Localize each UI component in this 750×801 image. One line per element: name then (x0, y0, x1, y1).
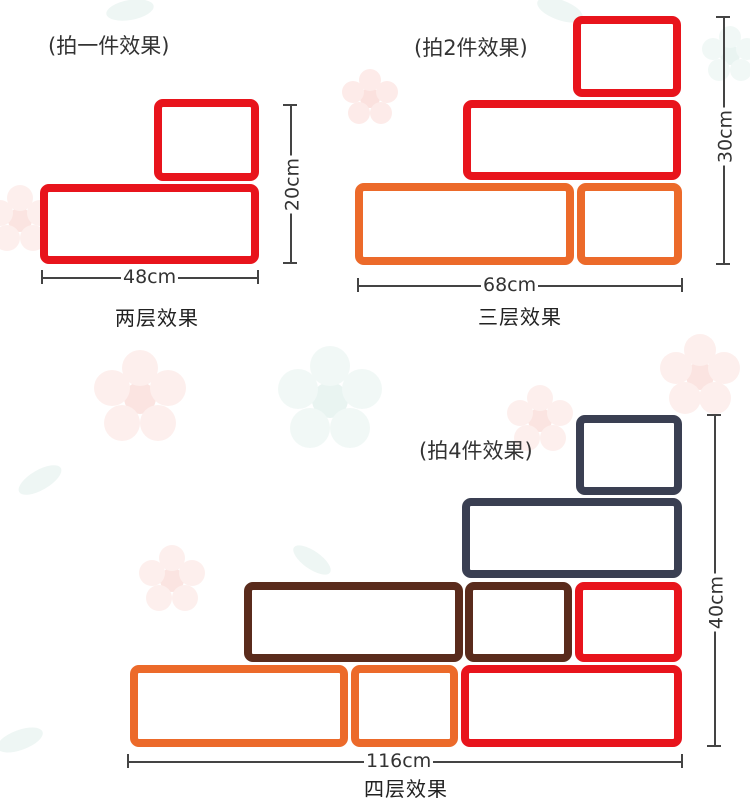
shelf-box-orange (351, 665, 458, 747)
dimension-tick (681, 278, 683, 292)
shelf-box-red (40, 184, 259, 264)
leaf-decoration (18, 465, 62, 495)
leaf-decoration (537, 0, 583, 23)
shelf-box-brown (244, 582, 463, 662)
leaf-decoration (293, 545, 331, 575)
dimension-tick (357, 278, 359, 292)
shelf-box-orange (355, 183, 574, 265)
height-label: 40cm (706, 573, 728, 632)
flower-decoration (94, 350, 186, 441)
leaf-decoration (0, 727, 43, 753)
dimension-tick (716, 263, 730, 265)
flower-decoration (139, 545, 205, 611)
shelf-box-brown (465, 582, 572, 662)
shelf-box-red (573, 16, 681, 97)
three-layer-note: (拍2件效果) (414, 36, 528, 60)
width-label: 68cm (481, 274, 539, 296)
two-layer-note: (拍一件效果) (48, 34, 170, 58)
flower-decoration (507, 385, 573, 451)
dimension-tick (681, 754, 683, 768)
leaf-decoration (106, 0, 154, 21)
dimension-tick (41, 270, 43, 284)
dimension-tick (283, 262, 297, 264)
shelf-box-red (463, 100, 681, 180)
dimension-tick (707, 414, 721, 416)
dimension-tick (707, 745, 721, 747)
dimension-tick (127, 754, 129, 768)
height-label: 20cm (282, 155, 304, 214)
width-label: 116cm (364, 750, 434, 772)
width-label: 48cm (121, 266, 179, 288)
dimension-tick (716, 16, 730, 18)
dimension-tick (257, 270, 259, 284)
dimension-tick (283, 104, 297, 106)
four-layer-caption: 四层效果 (364, 777, 448, 801)
flower-decoration (342, 69, 398, 124)
height-label: 30cm (715, 107, 737, 166)
shelf-box-red (575, 582, 682, 662)
shelf-box-red (461, 665, 682, 747)
shelf-box-red (154, 99, 259, 181)
flower-decoration (278, 346, 382, 448)
shelf-box-navy (576, 415, 682, 495)
two-layer-caption: 两层效果 (115, 306, 199, 330)
three-layer-caption: 三层效果 (478, 305, 562, 329)
flower-decoration (702, 26, 750, 81)
shelf-box-orange (577, 183, 682, 265)
shelf-box-navy (462, 498, 682, 578)
four-layer-note: (拍4件效果) (419, 439, 533, 463)
shelf-box-orange (130, 665, 348, 747)
flower-decoration (660, 334, 740, 414)
